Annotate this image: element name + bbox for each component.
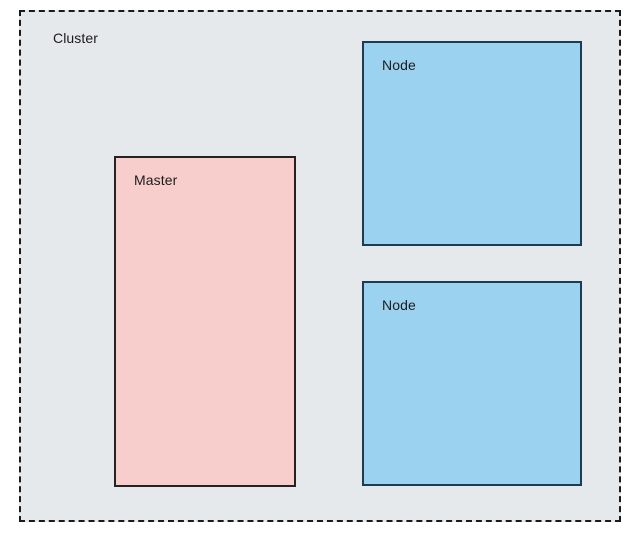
- worker-node-box-2[interactable]: Node: [362, 281, 582, 486]
- master-node-label: Master: [134, 172, 178, 188]
- worker-node-label-1: Node: [382, 57, 416, 73]
- cluster-label: Cluster: [53, 30, 99, 46]
- worker-node-box-1[interactable]: Node: [362, 41, 582, 246]
- master-node-box[interactable]: Master: [114, 156, 296, 487]
- worker-node-label-2: Node: [382, 297, 416, 313]
